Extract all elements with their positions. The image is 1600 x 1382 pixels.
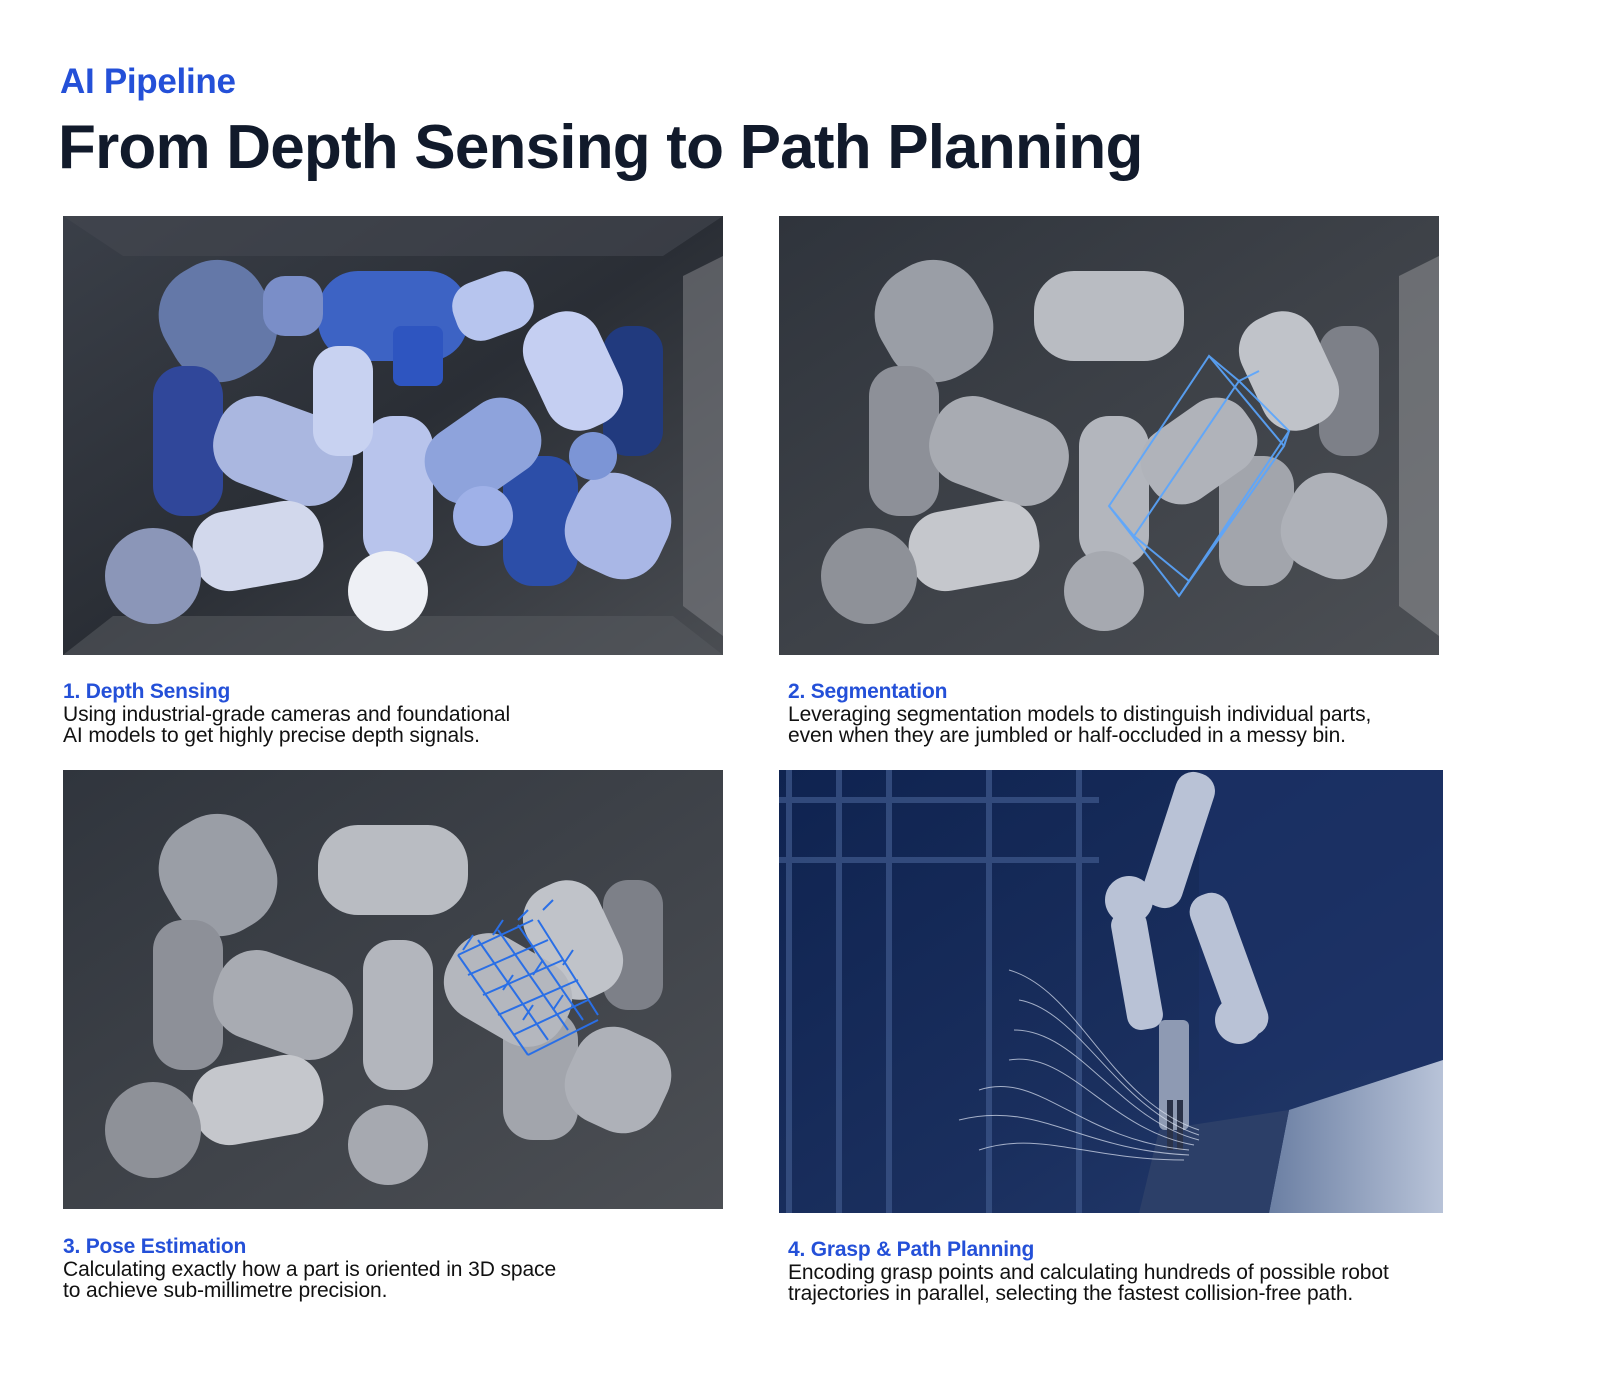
segmentation-bounding-box	[1107, 354, 1291, 598]
step-2-description-line-1: Leveraging segmentation models to distin…	[788, 703, 1372, 726]
step-4-caption: 4. Grasp & Path Planning Encoding grasp …	[788, 1238, 1389, 1304]
step-1-description-line-1: Using industrial-grade cameras and found…	[63, 703, 511, 726]
grasp-path-planning-image	[779, 770, 1443, 1213]
step-4-description-line-2: trajectories in parallel, selecting the …	[788, 1282, 1354, 1305]
step-3-description-line-2: to achieve sub-millimetre precision.	[63, 1279, 388, 1302]
step-2-description-line-2: even when they are jumbled or half-occlu…	[788, 724, 1346, 747]
step-1-title: 1. Depth Sensing	[63, 680, 231, 703]
section-eyebrow: AI Pipeline	[60, 62, 236, 101]
pose-vector-grid	[457, 899, 599, 1056]
step-1-description-line-2: AI models to get highly precise depth si…	[63, 724, 480, 747]
depth-sensing-image	[63, 216, 723, 655]
step-4-description-line-1: Encoding grasp points and calculating hu…	[788, 1261, 1389, 1284]
step-2-title: 2. Segmentation	[788, 680, 948, 703]
step-1-caption: 1. Depth Sensing Using industrial-grade …	[63, 680, 510, 746]
step-3-title: 3. Pose Estimation	[63, 1235, 247, 1258]
page-title: From Depth Sensing to Path Planning	[58, 113, 1143, 182]
segmentation-image	[779, 216, 1439, 655]
step-3-caption: 3. Pose Estimation Calculating exactly h…	[63, 1235, 556, 1301]
step-3-description-line-1: Calculating exactly how a part is orient…	[63, 1258, 557, 1281]
pose-estimation-image	[63, 770, 723, 1209]
step-2-caption: 2. Segmentation Leveraging segmentation …	[788, 680, 1371, 746]
step-4-title: 4. Grasp & Path Planning	[788, 1238, 1035, 1261]
trajectory-lines	[958, 969, 1200, 1161]
robot-arm	[1105, 771, 1269, 1150]
